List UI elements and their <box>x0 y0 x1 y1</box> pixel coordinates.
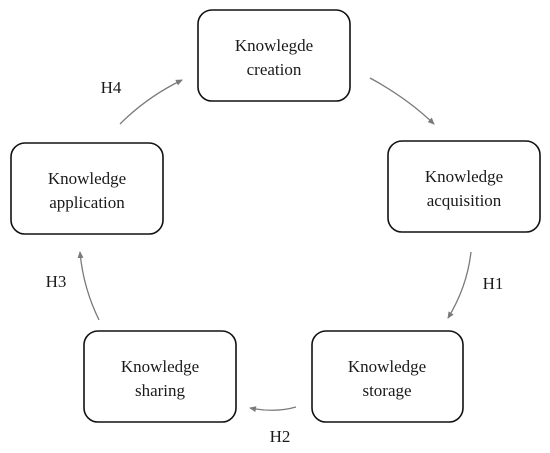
node-sharing-line1: Knowledge <box>121 357 199 376</box>
edge-sharing-to-application <box>77 251 100 321</box>
node-acquisition-line1: Knowledge <box>425 167 503 186</box>
edge-label-h3: H3 <box>46 272 67 291</box>
edge-acquisition-to-storage <box>447 251 472 319</box>
node-storage-line1: Knowledge <box>348 357 426 376</box>
node-creation-line2: creation <box>247 60 302 79</box>
node-knowledge-storage: Knowledge storage <box>311 330 464 423</box>
edge-label-h2: H2 <box>270 427 291 446</box>
node-application-line2: application <box>49 193 125 212</box>
node-knowledge-acquisition: Knowledge acquisition <box>387 140 541 233</box>
node-storage-line2: storage <box>362 381 411 400</box>
node-knowledge-creation: Knowlegde creation <box>197 9 351 102</box>
node-acquisition-line2: acquisition <box>427 191 502 210</box>
node-creation-line1: Knowlegde <box>235 36 313 55</box>
node-sharing-line2: sharing <box>135 381 186 400</box>
node-knowledge-sharing: Knowledge sharing <box>83 330 237 423</box>
edge-storage-to-sharing <box>249 406 297 413</box>
node-application-line1: Knowledge <box>48 169 126 188</box>
node-knowledge-application: Knowledge application <box>10 142 164 235</box>
edge-label-h4: H4 <box>101 78 122 97</box>
edge-label-h1: H1 <box>483 274 504 293</box>
edge-creation-to-acquisition <box>369 77 435 125</box>
edge-application-to-creation <box>119 79 183 125</box>
